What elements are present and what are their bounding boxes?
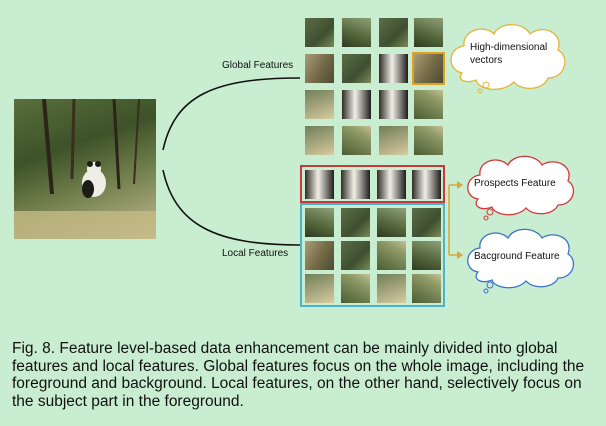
background-tile [412, 274, 441, 303]
high-dim-label: High-dimensional vectors [470, 42, 548, 66]
global-tile [342, 90, 371, 119]
global-tile [305, 126, 334, 155]
arrow-head-prospects [457, 181, 463, 189]
global-tile [379, 18, 408, 47]
prospect-tile [412, 170, 441, 199]
background-tile [377, 274, 406, 303]
prospects-cloud [467, 155, 575, 221]
source-image [14, 98, 156, 239]
background-tile [305, 274, 334, 303]
global-connector [162, 77, 301, 151]
prospect-tile [305, 170, 334, 199]
global-tile [379, 90, 408, 119]
arrow-head-background [457, 251, 463, 259]
background-cloud [467, 228, 575, 294]
background-tile [377, 208, 406, 237]
background-tile [305, 208, 334, 237]
background-tile [412, 241, 441, 270]
global-tile [414, 90, 443, 119]
background-tile [341, 274, 370, 303]
background-tile [341, 241, 370, 270]
global-features-label: Global Features [222, 60, 294, 71]
prospects-box [300, 165, 445, 203]
prospects-label: Prospects Feature [474, 178, 556, 189]
figure-caption: Fig. 8. Feature level-based data enhance… [12, 340, 585, 410]
global-tile [305, 90, 334, 119]
local-connector [162, 169, 301, 246]
global-tile [342, 54, 371, 83]
global-tile [379, 54, 408, 83]
global-feature-grid [305, 18, 445, 158]
background-tile [412, 208, 441, 237]
prospect-tile [341, 170, 370, 199]
high-dim-cloud [450, 23, 566, 94]
global-tile [342, 126, 371, 155]
prospect-tile [377, 170, 406, 199]
global-tile [342, 18, 371, 47]
background-tile [341, 208, 370, 237]
local-features-label: Local Features [222, 248, 289, 259]
global-tile-highlight [412, 52, 445, 85]
background-tile [305, 241, 334, 270]
global-tile [305, 18, 334, 47]
global-tile [305, 54, 334, 83]
background-label: Bacground Feature [474, 251, 560, 262]
panda-illustration [14, 98, 156, 239]
global-tile [414, 18, 443, 47]
background-box [300, 203, 445, 307]
global-tile [414, 126, 443, 155]
background-tile [377, 241, 406, 270]
global-tile [379, 126, 408, 155]
